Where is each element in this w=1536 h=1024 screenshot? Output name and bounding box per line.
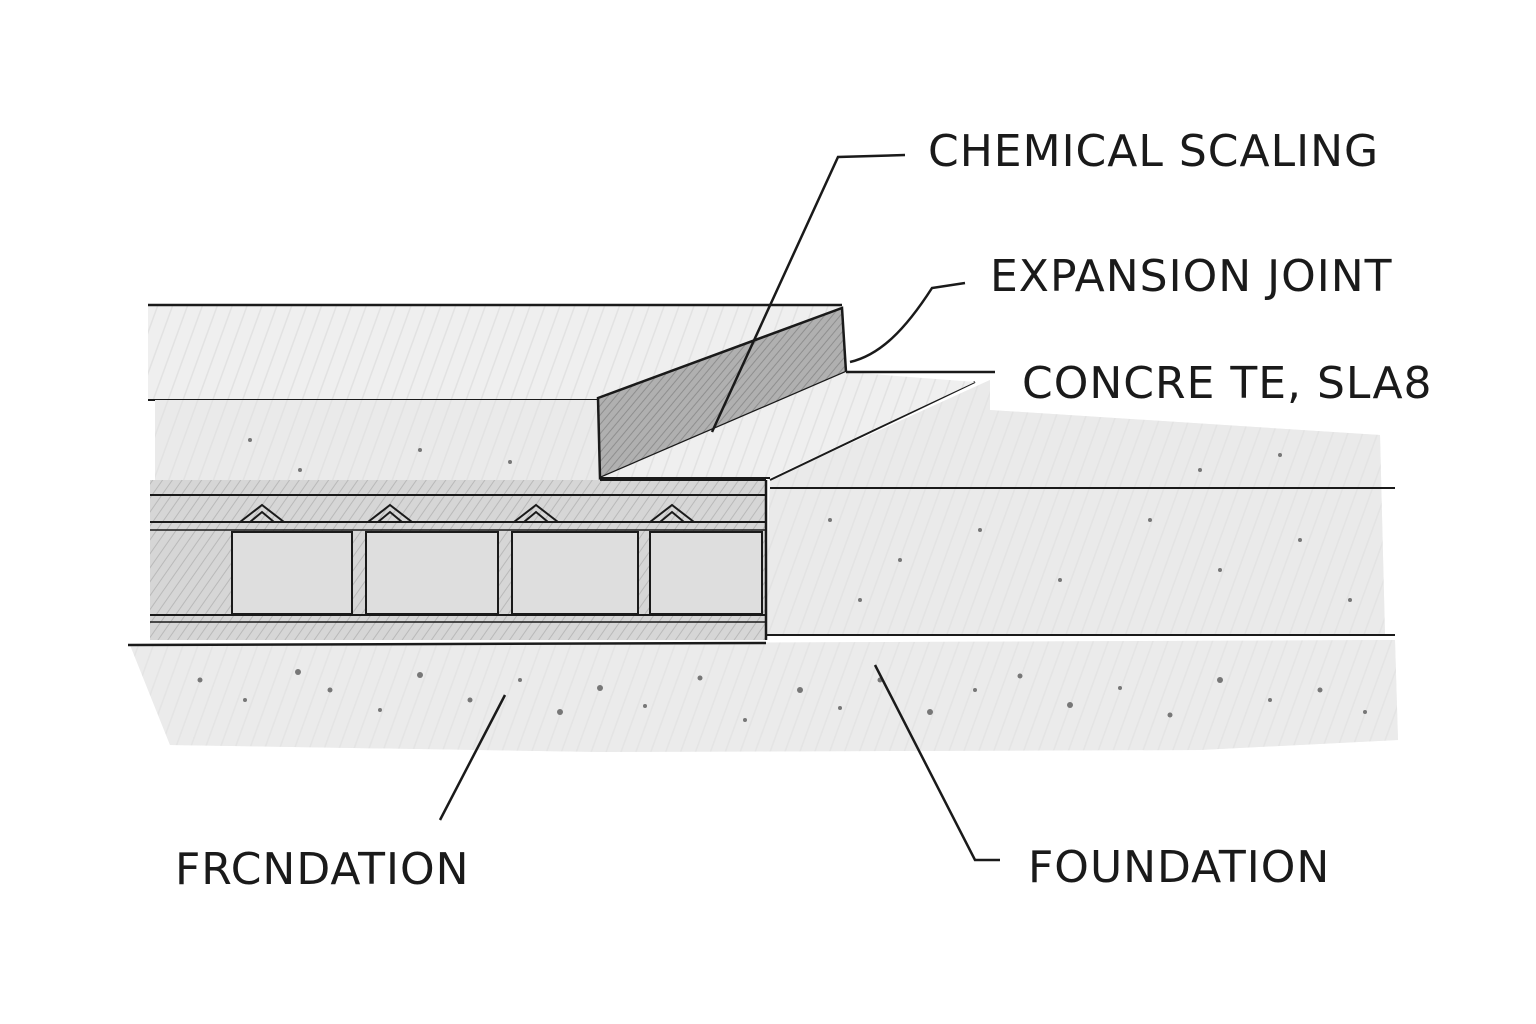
leader-foundation-right (873, 664, 1000, 862)
label-expansion-joint: EXPANSION JOINT (990, 251, 1393, 302)
aggregate-speckles (197, 438, 1367, 722)
leader-expansion-joint (849, 281, 966, 364)
rebar-cells (231, 531, 763, 615)
concrete-slab-right (765, 380, 1395, 635)
rebar-chevrons (239, 503, 695, 523)
label-foundation-left: FRCNDATION (175, 844, 470, 895)
foundation-layer (127, 634, 1398, 752)
leader-foundation-left (438, 694, 507, 821)
leader-lines (438, 153, 1000, 862)
label-chemical-scaling: CHEMICAL SCALING (928, 126, 1380, 177)
concrete-slab-left (155, 400, 600, 495)
chemical-scaling-wedge (596, 306, 975, 480)
label-foundation-right: FOUNDATION (1028, 842, 1331, 893)
label-concrete-slab: CONCRE TE, SLA8 (1022, 358, 1433, 409)
leader-chemical-scaling (710, 153, 906, 433)
